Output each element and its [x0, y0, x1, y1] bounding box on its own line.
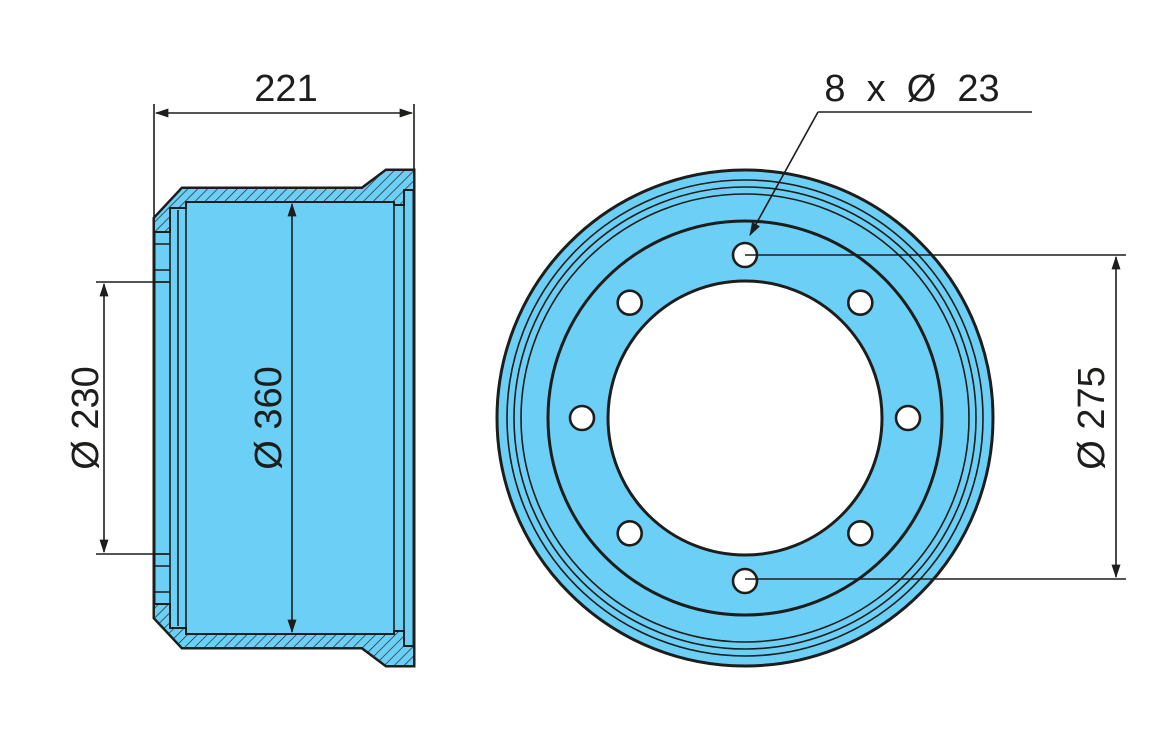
bolt-hole: [731, 567, 759, 595]
bore-dimension-label: Ø 230: [65, 366, 107, 470]
drum-rim-ring-1: [506, 179, 984, 657]
width-dimension-label: 221: [254, 68, 317, 110]
hole-callout-leader: [749, 111, 819, 236]
drum-center-bore: [606, 279, 884, 557]
side-section-view: 221 Ø 230 Ø 360: [65, 68, 416, 668]
bolt-hole: [894, 404, 922, 432]
drum-rim-ring-2: [513, 186, 977, 650]
bolt-hole: [616, 519, 644, 547]
hole-callout-label: 8 x Ø 23: [824, 68, 999, 110]
bolt-hole: [846, 519, 874, 547]
bolt-circle-dimension-label: Ø 275: [1071, 366, 1113, 470]
front-view: 8 x Ø 23 Ø 275: [495, 68, 1126, 668]
drum-top-wall-section: [153, 169, 415, 233]
bolt-hole: [568, 404, 596, 432]
inner-dimension-label: Ø 360: [248, 366, 290, 470]
bolt-hole: [616, 289, 644, 317]
bolt-hole: [846, 289, 874, 317]
drum-rim-ring-3: [520, 193, 970, 643]
drum-flange-edge: [546, 219, 944, 617]
drum-bottom-wall-section: [153, 603, 415, 667]
bolt-holes: [568, 241, 922, 595]
